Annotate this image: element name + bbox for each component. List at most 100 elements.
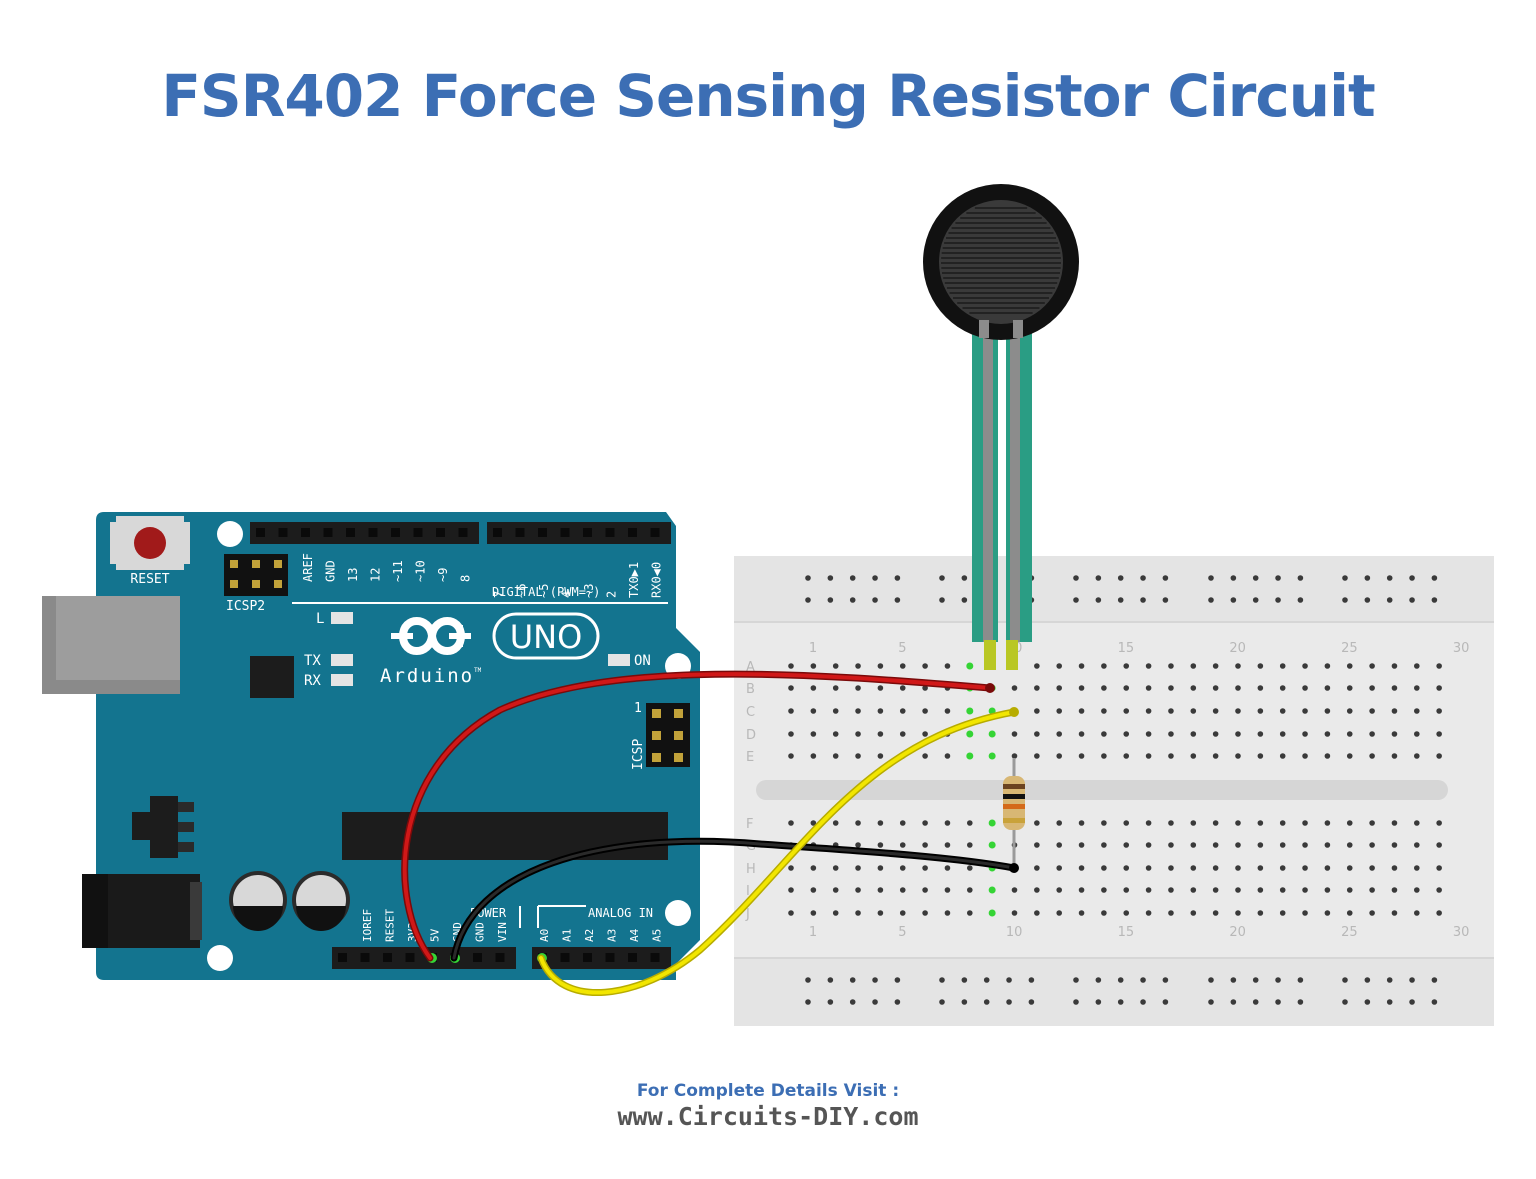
rail-hole[interactable] [939,597,945,603]
breadboard-hole[interactable] [1190,685,1197,691]
breadboard-hole[interactable] [1034,753,1040,759]
rail-hole[interactable] [805,999,811,1005]
rail-hole[interactable] [827,999,834,1005]
breadboard-hole[interactable] [1436,865,1442,871]
rail-hole[interactable] [894,575,901,581]
breadboard-hole[interactable] [877,865,884,871]
breadboard-hole[interactable] [1257,663,1264,669]
breadboard-hole[interactable] [1145,820,1152,826]
breadboard-hole[interactable] [944,887,951,893]
rail-hole[interactable] [1297,999,1304,1005]
header-pin[interactable] [560,528,570,537]
breadboard-hole[interactable] [1168,842,1174,848]
breadboard-hole[interactable] [1391,708,1398,714]
breadboard-hole[interactable] [1324,820,1331,826]
breadboard-hole[interactable] [1190,887,1197,893]
rail-hole[interactable] [1386,597,1393,603]
breadboard-hole[interactable] [1011,887,1018,893]
breadboard-hole[interactable] [877,910,884,916]
breadboard-hole[interactable] [967,820,973,826]
rail-hole[interactable] [1342,597,1348,603]
breadboard-hole[interactable] [855,731,861,737]
breadboard-hole[interactable] [810,865,817,871]
breadboard-hole[interactable] [1346,731,1353,737]
breadboard-hole[interactable] [1391,842,1398,848]
breadboard-hole[interactable] [1324,731,1331,737]
breadboard-hole[interactable] [1302,887,1308,893]
breadboard-hole[interactable] [1346,887,1353,893]
breadboard-hole[interactable] [922,820,928,826]
breadboard-hole[interactable] [1168,820,1174,826]
rail-hole[interactable] [872,977,878,983]
breadboard-hole[interactable] [1414,887,1420,893]
breadboard-hole[interactable] [1168,731,1174,737]
rail-hole[interactable] [872,999,878,1005]
breadboard-hole[interactable] [1235,685,1241,691]
header-pin[interactable] [391,528,400,537]
breadboard-hole[interactable] [922,685,928,691]
breadboard-hole[interactable] [788,753,794,759]
rail-hole[interactable] [961,597,968,603]
breadboard-hole[interactable] [1257,910,1264,916]
header-pin[interactable] [628,953,637,962]
breadboard-hole[interactable] [1190,842,1197,848]
breadboard-hole[interactable] [1279,708,1286,714]
rail-hole[interactable] [1140,575,1146,581]
rail-hole[interactable] [1117,977,1124,983]
header-pin[interactable] [346,528,355,537]
breadboard-hole[interactable] [788,708,794,714]
breadboard-hole[interactable] [1414,753,1420,759]
breadboard-hole[interactable] [788,685,794,691]
breadboard-hole[interactable] [1034,842,1040,848]
rail-hole[interactable] [1208,977,1214,983]
breadboard-hole[interactable] [899,685,906,691]
breadboard-hole[interactable] [810,663,817,669]
breadboard-hole[interactable] [832,865,839,871]
breadboard-hole[interactable] [899,887,906,893]
breadboard-hole[interactable] [1235,842,1241,848]
breadboard-hole[interactable] [1145,842,1152,848]
breadboard-hole[interactable] [1279,865,1286,871]
breadboard-hole[interactable] [944,842,951,848]
header-pin[interactable] [628,528,637,537]
breadboard-hole[interactable] [1056,731,1062,737]
breadboard-hole[interactable] [1212,708,1219,714]
breadboard-hole[interactable] [1346,685,1353,691]
breadboard-hole[interactable] [788,865,794,871]
breadboard-hole[interactable] [1145,663,1152,669]
breadboard-hole[interactable] [1436,663,1442,669]
rail-hole[interactable] [1230,575,1237,581]
breadboard-hole[interactable] [1101,887,1107,893]
breadboard-hole[interactable] [1078,820,1085,826]
header-pin[interactable] [650,953,660,962]
header-pin[interactable] [583,953,592,962]
rail-hole[interactable] [1117,597,1124,603]
breadboard-hole[interactable] [855,820,861,826]
rail-hole[interactable] [1162,999,1169,1005]
header-pin[interactable] [405,953,415,962]
breadboard-hole[interactable] [1324,887,1331,893]
rail-hole[interactable] [1230,597,1237,603]
header-pin[interactable] [495,953,505,962]
breadboard-hole[interactable] [1436,887,1442,893]
breadboard-hole[interactable] [1056,663,1062,669]
header-pin[interactable] [458,528,468,537]
breadboard-hole[interactable] [1257,887,1264,893]
rail-hole[interactable] [1073,999,1079,1005]
breadboard-hole[interactable] [1190,910,1197,916]
breadboard-hole[interactable] [1279,685,1286,691]
rail-hole[interactable] [1364,575,1371,581]
breadboard-hole[interactable] [1414,865,1420,871]
breadboard-hole[interactable] [1078,708,1085,714]
rail-hole[interactable] [1364,977,1371,983]
breadboard-hole[interactable] [1101,910,1107,916]
breadboard-hole[interactable] [855,887,861,893]
breadboard-hole[interactable] [1346,708,1353,714]
breadboard-hole[interactable] [1212,842,1219,848]
breadboard-hole[interactable] [1101,685,1107,691]
rail-hole[interactable] [983,977,990,983]
breadboard-hole[interactable] [1279,820,1286,826]
rail-hole[interactable] [872,597,878,603]
rail-hole[interactable] [805,597,811,603]
breadboard-hole[interactable] [1056,708,1062,714]
